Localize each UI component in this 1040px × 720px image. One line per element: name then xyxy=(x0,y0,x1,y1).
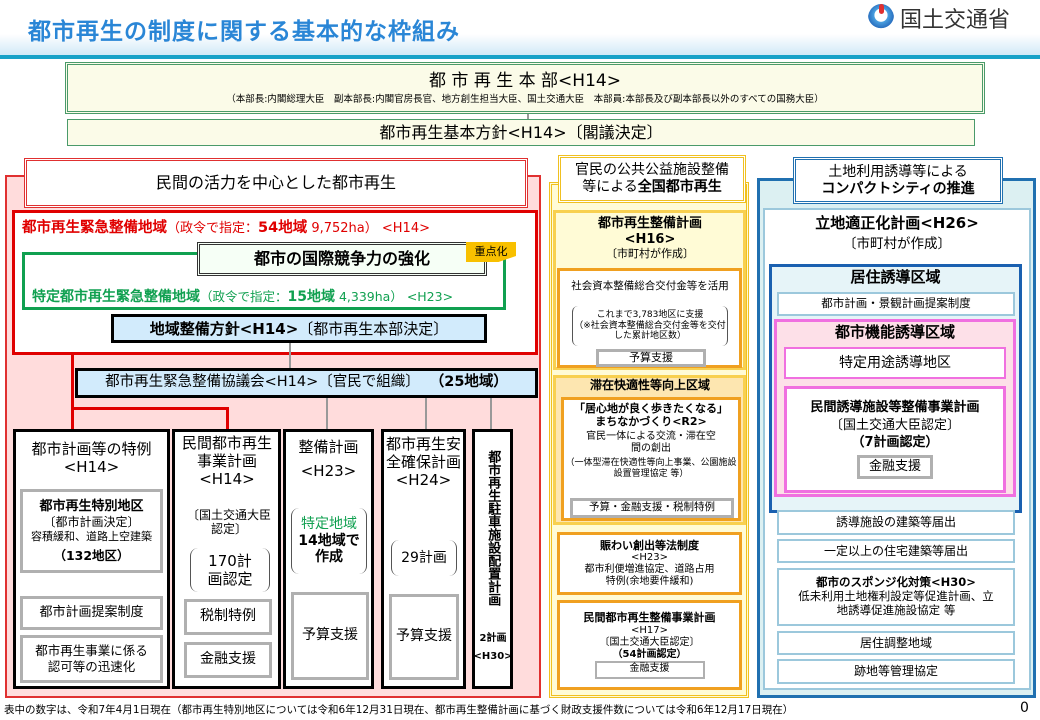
page-title: 都市再生の制度に関する基本的な枠組み xyxy=(28,19,460,45)
budget-support-box: 予算支援 xyxy=(389,594,459,680)
approval-speedup-box: 都市再生事業に係る認可等の迅速化 xyxy=(20,635,163,683)
page-number: 0 xyxy=(1020,700,1029,716)
proposal-system-box: 都市計画提案制度 xyxy=(20,596,163,630)
safety-plan-count: 29計画 xyxy=(391,540,457,576)
footer-note: 表中の数字は、令和7年4月1日現在（都市再生特別地区については令和6年12月31… xyxy=(4,704,794,716)
special-emergency-area-label: 特定都市再生緊急整備地域（政令で指定：15地域 4,339ha） <H23> xyxy=(32,289,454,305)
development-plan-title: 整備計画<H23> xyxy=(298,438,359,480)
safety-plan-title: 都市再生安全確保計画<H24> xyxy=(385,435,461,489)
headquarters-title: 都 市 再 生 本 部<H14> xyxy=(429,70,621,91)
ministry-logo: 国土交通省 xyxy=(868,2,1010,34)
stay-comfort-area-title: 滞在快適性等向上区域 xyxy=(589,378,710,392)
emergency-council-box: 都市再生緊急整備協議会<H14>〔官民で組織〕（25地域） xyxy=(75,368,538,398)
vacant-land-agreement-box: 跡地等管理協定 xyxy=(777,659,1015,684)
location-plan-title: 立地適正化計画<H26>〔市町村が作成〕 xyxy=(815,214,979,252)
competitiveness-box: 都市の国際競争力の強化 xyxy=(197,242,487,276)
parking-plan-column xyxy=(472,429,513,689)
private-development-plan-box: 民間都市再生整備事業計画<H17>〔国土交通大臣認定〕（54計画認定）金融支援 xyxy=(557,600,742,690)
sponge-measures-box: 都市のスポンジ化対策<H30>低未利用土地権利設定等促進計画、立地誘導促進施設協… xyxy=(777,568,1015,626)
ministry-name: 国土交通省 xyxy=(900,8,1011,33)
residential-area-title: 居住誘導区域 xyxy=(850,268,941,286)
headquarters-box: 都 市 再 生 本 部<H14> （本部長:内閣総理大臣 副本部長:内閣官房長官… xyxy=(65,62,985,114)
headquarters-members: （本部長:内閣総理大臣 副本部長:内閣官房長官、地方創生担当大臣、国土交通大臣 … xyxy=(226,94,824,105)
residential-adjustment-box: 居住調整地域 xyxy=(777,631,1015,655)
approved-plans-count: 170計画認定 xyxy=(190,548,270,592)
urban-planning-exception-title: 都市計画等の特例<H14> xyxy=(31,440,152,476)
parking-plan-count: 2計画<H30> xyxy=(473,633,513,662)
emergency-area-label: 都市再生緊急整備地域（政令で指定：54地域 9,752ha） <H14> xyxy=(22,220,430,236)
walkable-town-content: 「居心地が良く歩きたくなる」まちなかづくり<R2>官民一体による交流・滞在空間の… xyxy=(565,402,737,480)
finance-support-box: 金融支援 xyxy=(184,642,272,678)
regional-policy-box: 地域整備方針<H14>〔都市再生本部決定〕 xyxy=(111,314,487,343)
special-district-box: 都市再生特別地区〔都市計画決定〕容積緩和、道路上空建築（132地区） xyxy=(20,489,163,573)
housing-notification-box: 一定以上の住宅建築等届出 xyxy=(777,539,1015,563)
urban-function-area-title: 都市機能誘導区域 xyxy=(834,323,955,341)
private-project-plan-title: 民間都市再生事業計画<H14> xyxy=(181,434,272,488)
nationwide-header: 官民の公共公益施設整備等による全国都市再生 xyxy=(558,155,746,203)
header-band xyxy=(0,34,1040,56)
minister-approval-note: 〔国土交通大臣認定〕 xyxy=(186,508,271,537)
tax-exception-box: 税制特例 xyxy=(184,599,272,635)
urban-renewal-plan-title: 都市再生整備計画<H16>〔市町村が作成〕 xyxy=(597,216,702,261)
budget-support-box: 予算支援 xyxy=(596,349,706,367)
private-facility-plan-box: 民間誘導施設等整備事業計画〔国土交通大臣認定〕（7計画認定）金融支援 xyxy=(784,386,1006,493)
priority-badge: 重点化 xyxy=(466,242,516,262)
header-line xyxy=(0,55,1040,59)
private-sector-header: 民間の活力を中心とした都市再生 xyxy=(24,158,528,208)
parking-plan-title: 都市再生駐車施設配置計画 xyxy=(485,449,501,606)
finance-support-box: 金融支援 xyxy=(857,454,933,479)
finance-support-box: 金融支援 xyxy=(594,660,705,679)
special-use-district-box: 特定用途誘導地区 xyxy=(784,347,1006,379)
vibrancy-system-box: 賑わい創出等法制度<H23>都市利便増進協定、道路占用特例(余地要件緩和) xyxy=(557,532,742,595)
compact-city-header: 土地利用誘導等によるコンパクトシティの推進 xyxy=(793,157,1003,204)
mlit-emblem-icon xyxy=(868,4,894,32)
basic-policy-box: 都市再生基本方針<H14>〔閣議決定〕 xyxy=(67,119,975,146)
budget-support-box: 予算支援 xyxy=(291,592,369,680)
facility-notification-box: 誘導施設の建築等届出 xyxy=(777,510,1015,535)
planning-proposal-box: 都市計画・景観計画提案制度 xyxy=(777,292,1015,316)
grant-text: 社会資本整備総合交付金等を活用 xyxy=(571,280,729,292)
budget-finance-tax-box: 予算・金融支援・税制特例 xyxy=(570,498,734,518)
support-count: これまで3,783地区に支援（※社会資本整備総合交付金等を交付した累計地区数） xyxy=(572,306,728,346)
